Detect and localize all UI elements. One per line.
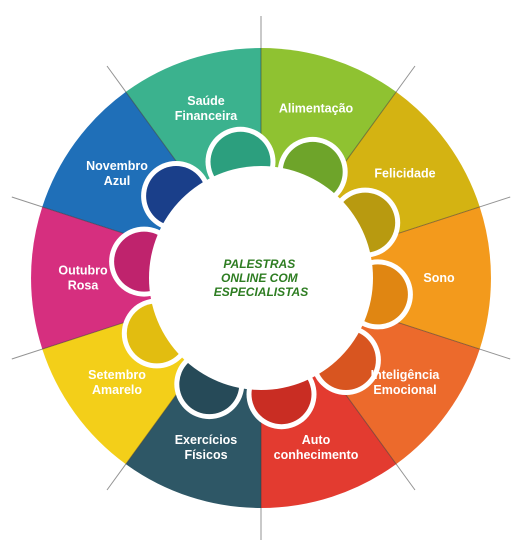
segment-label-felicidade: Felicidade: [374, 166, 435, 180]
segment-label-line: Exercícios: [175, 433, 238, 447]
segment-label-line: Outubro: [58, 264, 108, 278]
segment-label-line: Felicidade: [374, 166, 435, 180]
segment-label-line: Setembro: [88, 368, 146, 382]
segment-label-line: Rosa: [68, 279, 100, 293]
segment-label-line: Novembro: [86, 159, 148, 173]
segment-label-line: conhecimento: [274, 448, 359, 462]
center-title: PALESTRAS ONLINE COM ESPECIALISTAS: [214, 257, 308, 299]
segment-label-line: Alimentação: [279, 102, 354, 116]
segment-label-line: Azul: [104, 174, 130, 188]
segment-label-line: Inteligência: [371, 368, 441, 382]
segment-label-line: Sono: [423, 271, 455, 285]
center-hub: PALESTRAS ONLINE COM ESPECIALISTAS: [149, 166, 373, 390]
segment-label-line: Saúde: [187, 94, 225, 108]
center-hub-circle: [149, 166, 373, 390]
segment-label-alimentacao: Alimentação: [279, 102, 354, 116]
segment-label-line: Emocional: [373, 383, 436, 397]
segment-label-line: Físicos: [184, 448, 227, 462]
segment-label-sono: Sono: [423, 271, 455, 285]
segment-label-line: Amarelo: [92, 383, 142, 397]
center-title-line: PALESTRAS: [223, 257, 295, 271]
center-title-line: ONLINE COM: [221, 271, 299, 285]
segment-label-line: Financeira: [175, 109, 239, 123]
segment-label-line: Auto: [302, 433, 331, 447]
center-title-line: ESPECIALISTAS: [214, 285, 308, 299]
